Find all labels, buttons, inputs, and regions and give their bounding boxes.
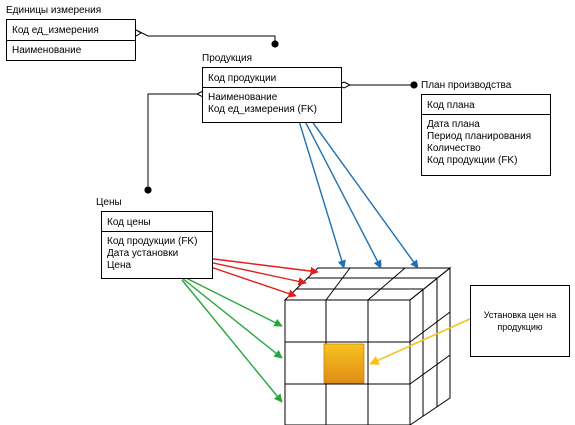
units-entity-title: Единицы измерения (6, 5, 102, 16)
units-products-cardinality-dot (271, 40, 279, 48)
cube-right-horizontal-grid-2 (409, 354, 451, 385)
products-entity-title: Продукция (202, 53, 253, 64)
prices-attribute-date: Дата установки (107, 248, 179, 259)
plan-key-field: Код плана (422, 95, 550, 115)
cube-top-face (283, 267, 452, 301)
products-prices-relationship-line (147, 93, 202, 186)
plan-attribute-product-code-fk: Код продукции (FK) (427, 155, 518, 166)
prices-attributes: Код продукции (FK) Дата установки Цена (102, 232, 212, 272)
plan-attribute-date: Дата плана (427, 119, 480, 130)
products-key-field: Код продукции (203, 68, 341, 88)
prices-entity-title: Цены (96, 197, 122, 208)
callout-arrow (369, 317, 473, 365)
units-attribute-name: Наименование (12, 45, 82, 56)
prices-attribute-price: Цена (107, 260, 132, 271)
units-products-relationship-line (135, 29, 276, 44)
products-attribute-name: Наименование (208, 92, 278, 103)
cube-top-grid-4 (367, 267, 406, 301)
data-cube (283, 266, 452, 425)
plan-entity-title: План производства (421, 80, 512, 91)
green-arrow-3 (181, 279, 283, 403)
units-key-field: Код ед_измерения (7, 20, 135, 41)
highlighted-price-cell (323, 343, 365, 384)
green-arrow-2 (181, 277, 283, 359)
units-attributes: Наименование (7, 41, 135, 57)
blue-arrow-3 (297, 101, 419, 269)
products-plan-cardinality-dot (410, 81, 418, 89)
plan-attribute-period: Период планирования (427, 131, 532, 142)
plan-attributes: Дата плана Период планирования Количеств… (422, 115, 550, 167)
cube-right-horizontal-grid-1 (409, 311, 451, 343)
blue-arrow-1 (291, 97, 346, 269)
plan-entity-box: Код плана Дата плана Период планирования… (421, 94, 551, 176)
cube-right-face (409, 266, 451, 425)
prices-key-field: Код цены (102, 212, 212, 232)
cube-top-grid-3 (325, 267, 351, 301)
products-attribute-unit-code-fk: Код ед_измерения (FK) (208, 104, 317, 115)
blue-arrow-2 (293, 99, 382, 269)
price-setting-callout: Установка цен на продукцию (470, 285, 570, 357)
products-prices-cardinality-dot (144, 186, 152, 194)
prices-entity-box: Код цены Код продукции (FK) Дата установ… (101, 211, 213, 279)
units-entity-box: Код ед_измерения Наименование (6, 19, 136, 61)
product-to-cube-arrows (291, 97, 419, 269)
products-entity-box: Код продукции Наименование Код ед_измере… (202, 67, 342, 123)
prices-attribute-product-code-fk: Код продукции (FK) (107, 236, 198, 247)
products-attributes: Наименование Код ед_измерения (FK) (203, 88, 341, 116)
green-arrow-1 (181, 275, 283, 327)
plan-attribute-quantity: Количество (427, 143, 481, 154)
price-to-cube-arrows (181, 275, 283, 403)
